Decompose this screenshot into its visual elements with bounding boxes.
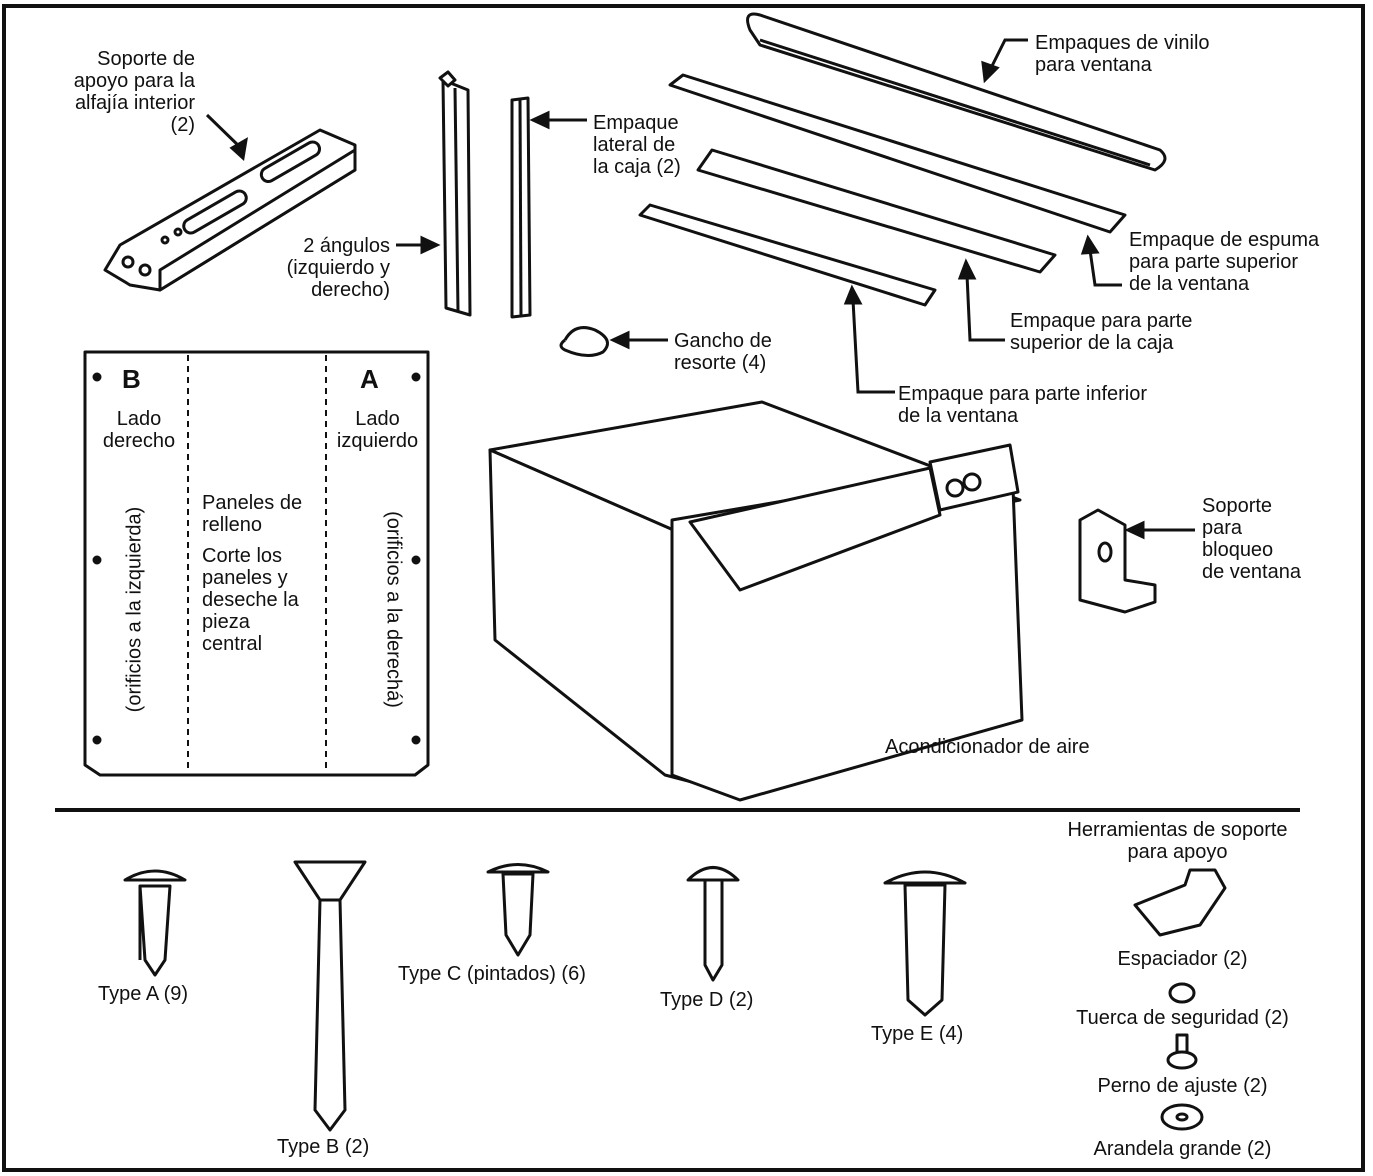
panel-holes-left: (orificios a la izquierda) [123, 506, 146, 713]
filler-panel [83, 350, 430, 777]
screw-type-a [123, 869, 187, 977]
angle-pieces [438, 70, 532, 319]
label-sill-support: Soporte de apoyo para la alfajía interio… [73, 48, 195, 136]
spacer-hardware [1133, 868, 1227, 937]
panel-center-text-1: Paneles de relleno [202, 492, 303, 536]
diagram-frame [2, 4, 1365, 1172]
screw-type-c [486, 863, 550, 957]
label-vinyl-gaskets: Empaques de vinilo para ventana [1035, 32, 1210, 76]
large-washer [1160, 1103, 1204, 1131]
label-hardware-title: Herramientas de soporte para apoyo [1067, 819, 1288, 863]
panel-letter-b: B [122, 364, 141, 394]
panel-right-side: Lado derecho [102, 408, 176, 452]
foam-gasket-top [668, 73, 1127, 234]
label-foam-top: Empaque de espuma para parte superior de… [1129, 229, 1320, 295]
label-screw-type-b: Type B (2) [277, 1136, 370, 1158]
label-angles: 2 ángulos (izquierdo y derecho) [286, 235, 390, 301]
panel-letter-a: A [360, 364, 379, 394]
label-screw-type-e: Type E (4) [871, 1023, 964, 1045]
vinyl-gasket [746, 12, 1167, 172]
panel-holes-right: (orificios a la derechá) [382, 511, 405, 708]
label-window-bottom: Empaque para parte inferior de la ventan… [898, 383, 1148, 427]
label-lock-nut: Tuerca de seguridad (2) [1076, 1007, 1289, 1029]
sill-support-bracket [103, 128, 357, 292]
panel-left-side: Lado izquierdo [336, 408, 419, 452]
lock-nut [1168, 982, 1196, 1004]
air-conditioner-unit [488, 400, 1024, 802]
spring-clip [559, 326, 609, 357]
label-screw-type-d: Type D (2) [660, 989, 754, 1011]
label-spacer: Espaciador (2) [1117, 948, 1248, 970]
label-case-top: Empaque para parte superior de la caja [1010, 310, 1193, 354]
screw-type-e [883, 870, 967, 1017]
screw-type-d [686, 866, 740, 982]
label-spring-clip: Gancho de resorte (4) [674, 330, 772, 374]
panel-center-text-2: Corte los paneles y deseche la pieza cen… [202, 545, 299, 655]
label-side-gasket: Empaque lateral de la caja (2) [593, 112, 681, 178]
screw-type-b [293, 860, 367, 1132]
adjust-bolt [1166, 1033, 1198, 1070]
label-lock-bracket: Soporte para bloqueo de ventana [1202, 495, 1301, 583]
case-top-gasket [696, 148, 1057, 274]
label-washer: Arandela grande (2) [1093, 1138, 1272, 1160]
label-air-conditioner: Acondicionador de aire [885, 736, 1090, 758]
label-adjust-bolt: Perno de ajuste (2) [1097, 1075, 1268, 1097]
label-screw-type-c: Type C (pintados) (6) [398, 963, 586, 985]
window-bottom-gasket [638, 203, 937, 307]
window-lock-bracket [1078, 508, 1157, 614]
label-screw-type-a: Type A (9) [98, 983, 189, 1005]
